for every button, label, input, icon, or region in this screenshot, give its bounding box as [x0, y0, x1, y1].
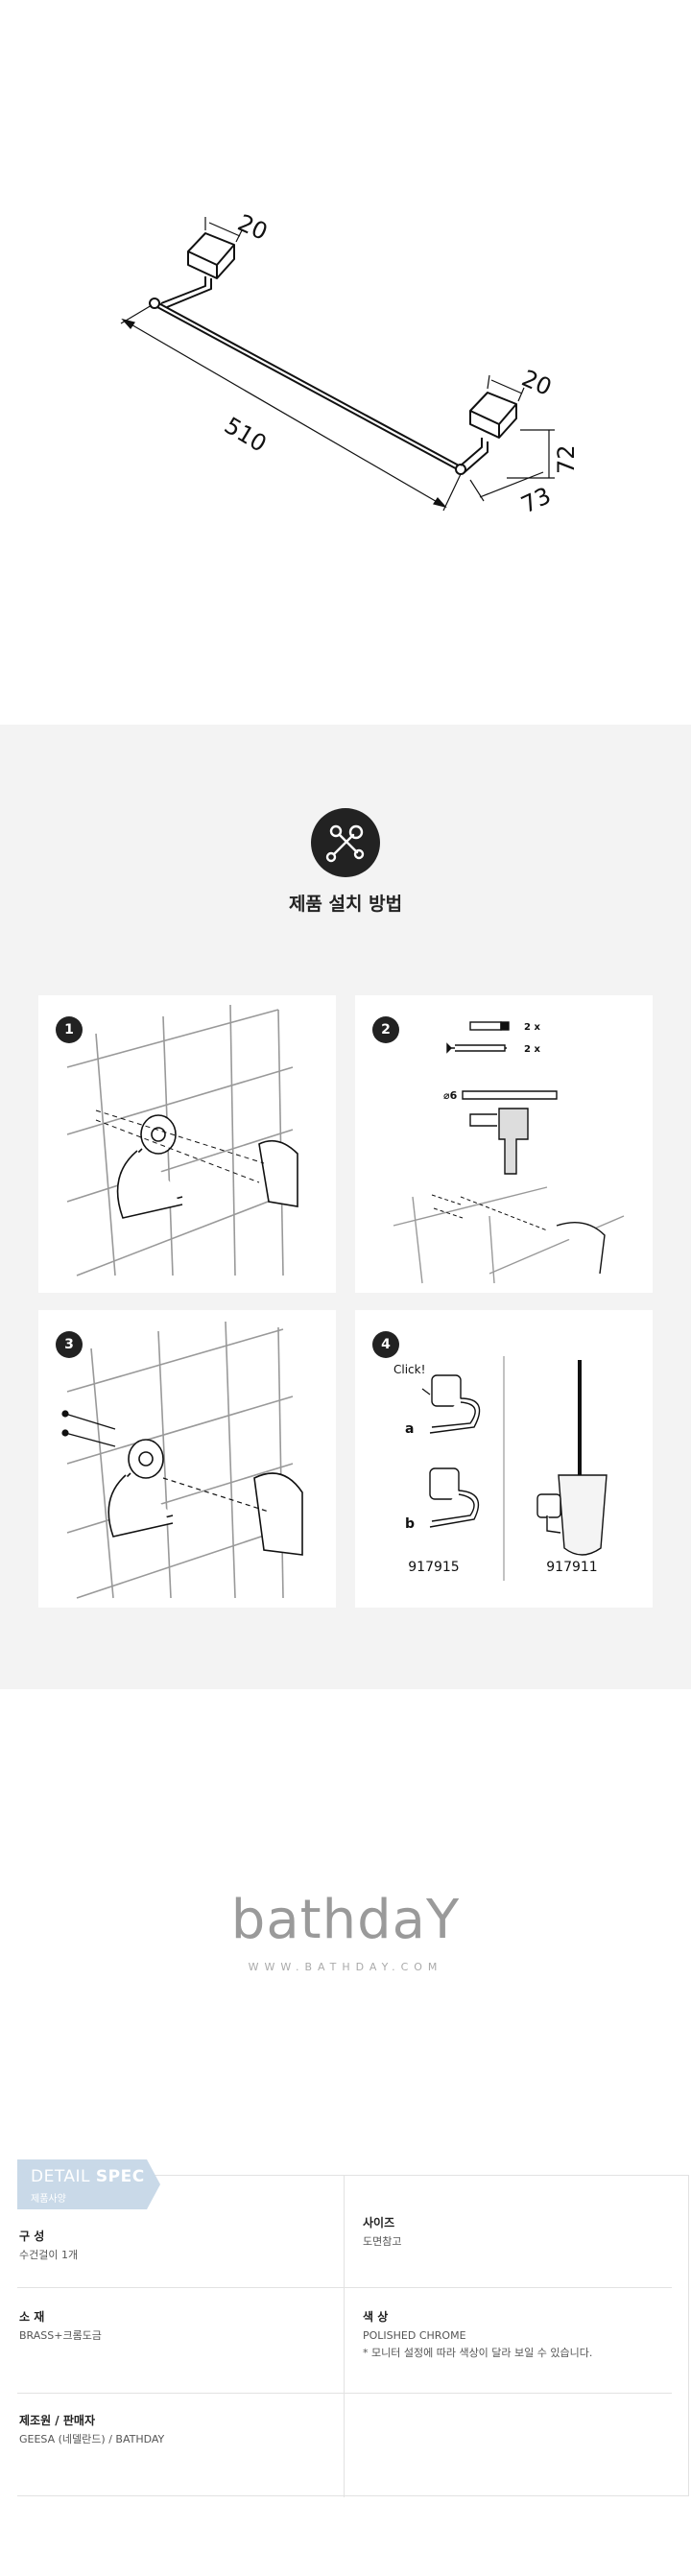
detail-spec-tab: DETAIL SPEC 제품사양 — [17, 2159, 160, 2209]
detail-spec-section: 구 성 수건걸이 1개 사이즈 도면참고 소 재 BRASS+크롬도금 색 상 … — [0, 2150, 691, 2576]
step-4-option-a: a — [405, 1421, 414, 1437]
step-2-qty-2: 2 x — [524, 1044, 540, 1055]
dim-right-bracket-label: 20 — [518, 365, 556, 401]
step-number: 4 — [372, 1331, 399, 1358]
brand-logo: bathdaY — [230, 1889, 461, 1951]
dim-width-label: 510 — [220, 412, 272, 458]
dim-left-bracket-label: 20 — [234, 209, 272, 246]
step-4-click-label: Click! — [393, 1363, 425, 1376]
spec-divider — [344, 2176, 345, 2497]
spec-tab-bold: SPEC — [95, 2167, 145, 2186]
brand-url: WWW.BATHDAY.COM — [248, 1961, 443, 1973]
step-2-qty-1: 2 x — [524, 1022, 540, 1033]
step-number: 2 — [372, 1016, 399, 1043]
spec-color-note: * 모니터 설정에 따라 색상이 달라 보일 수 있습니다. — [363, 2347, 593, 2359]
step-number: 3 — [56, 1331, 83, 1358]
tools-icon — [311, 808, 380, 877]
step-3-illustration — [61, 1321, 303, 1599]
spec-value-color: POLISHED CHROME — [363, 2329, 466, 2342]
spec-value-composition: 수건걸이 1개 — [19, 2249, 79, 2261]
step-4-illustration: Click! a b 917915 917911 — [393, 1356, 608, 1581]
spec-label-composition: 구 성 — [19, 2230, 45, 2243]
install-step-2: 2 x 2 x ⌀6 2 — [355, 995, 653, 1293]
spec-tab-light: DETAIL — [31, 2167, 91, 2186]
spec-value-material: BRASS+크롬도금 — [19, 2329, 102, 2342]
spec-divider — [17, 2393, 672, 2394]
step-number: 1 — [56, 1016, 83, 1043]
step-4-code-right: 917911 — [546, 1560, 597, 1575]
install-step-1: 1 — [38, 995, 336, 1293]
brand-section: bathdaY WWW.BATHDAY.COM — [0, 1689, 691, 2150]
step-2-drill-size: ⌀6 — [443, 1089, 458, 1102]
product-drawing-section: 510 20 20 72 73 — [0, 0, 691, 725]
spec-label-maker: 제조원 / 판매자 — [19, 2414, 95, 2427]
step-1-illustration — [66, 1004, 298, 1276]
spec-value-size: 도면참고 — [363, 2235, 402, 2248]
spec-table: 구 성 수건걸이 1개 사이즈 도면참고 소 재 BRASS+크롬도금 색 상 … — [17, 2175, 689, 2497]
spec-tab-subtitle: 제품사양 — [31, 2194, 66, 2205]
spec-value-maker: GEESA (네델란드) / BATHDAY — [19, 2433, 165, 2445]
dim-height-label: 72 — [553, 444, 580, 474]
step-4-option-b: b — [405, 1516, 415, 1532]
step-2-illustration: 2 x 2 x ⌀6 — [393, 1021, 625, 1284]
spec-tab-title: DETAIL SPEC — [31, 2167, 145, 2186]
spec-label-color: 색 상 — [363, 2310, 389, 2324]
spec-label-material: 소 재 — [19, 2310, 45, 2324]
towel-bar-drawing: 510 20 20 72 73 — [120, 209, 580, 518]
install-step-3: 3 — [38, 1310, 336, 1608]
spec-divider — [17, 2287, 672, 2288]
installation-section: 제품 설치 방법 1 — [0, 725, 691, 1689]
spec-label-size: 사이즈 — [363, 2216, 395, 2230]
install-step-4: Click! a b 917915 917911 4 — [355, 1310, 653, 1608]
install-title: 제품 설치 방법 — [288, 894, 403, 915]
dim-depth-label: 73 — [517, 482, 556, 518]
step-4-code-left: 917915 — [408, 1560, 459, 1575]
